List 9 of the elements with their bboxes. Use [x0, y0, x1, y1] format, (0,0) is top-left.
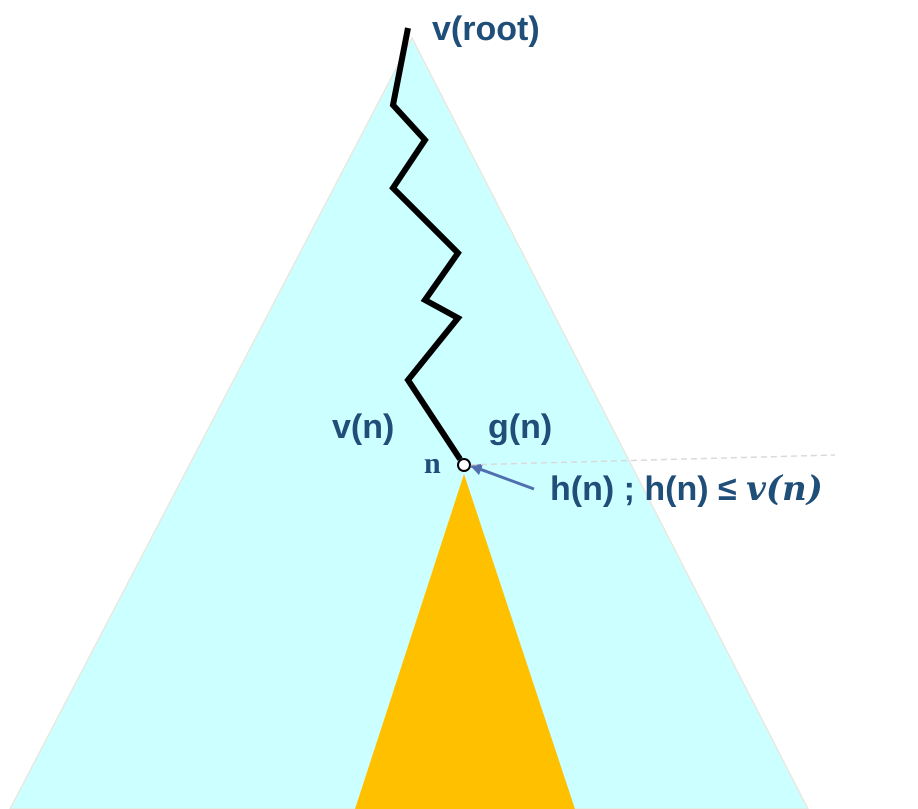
heuristic-label: h(n) ; h(n) ≤ v(n) [550, 472, 823, 506]
node-label: n [424, 449, 441, 479]
value-label: g(n) [488, 410, 552, 444]
value-label: v(n) [332, 410, 394, 444]
guide-line [470, 454, 836, 466]
arrow [470, 464, 535, 490]
value-label: v(root) [432, 12, 540, 46]
node-circle [457, 458, 471, 472]
path-line [389, 27, 463, 461]
